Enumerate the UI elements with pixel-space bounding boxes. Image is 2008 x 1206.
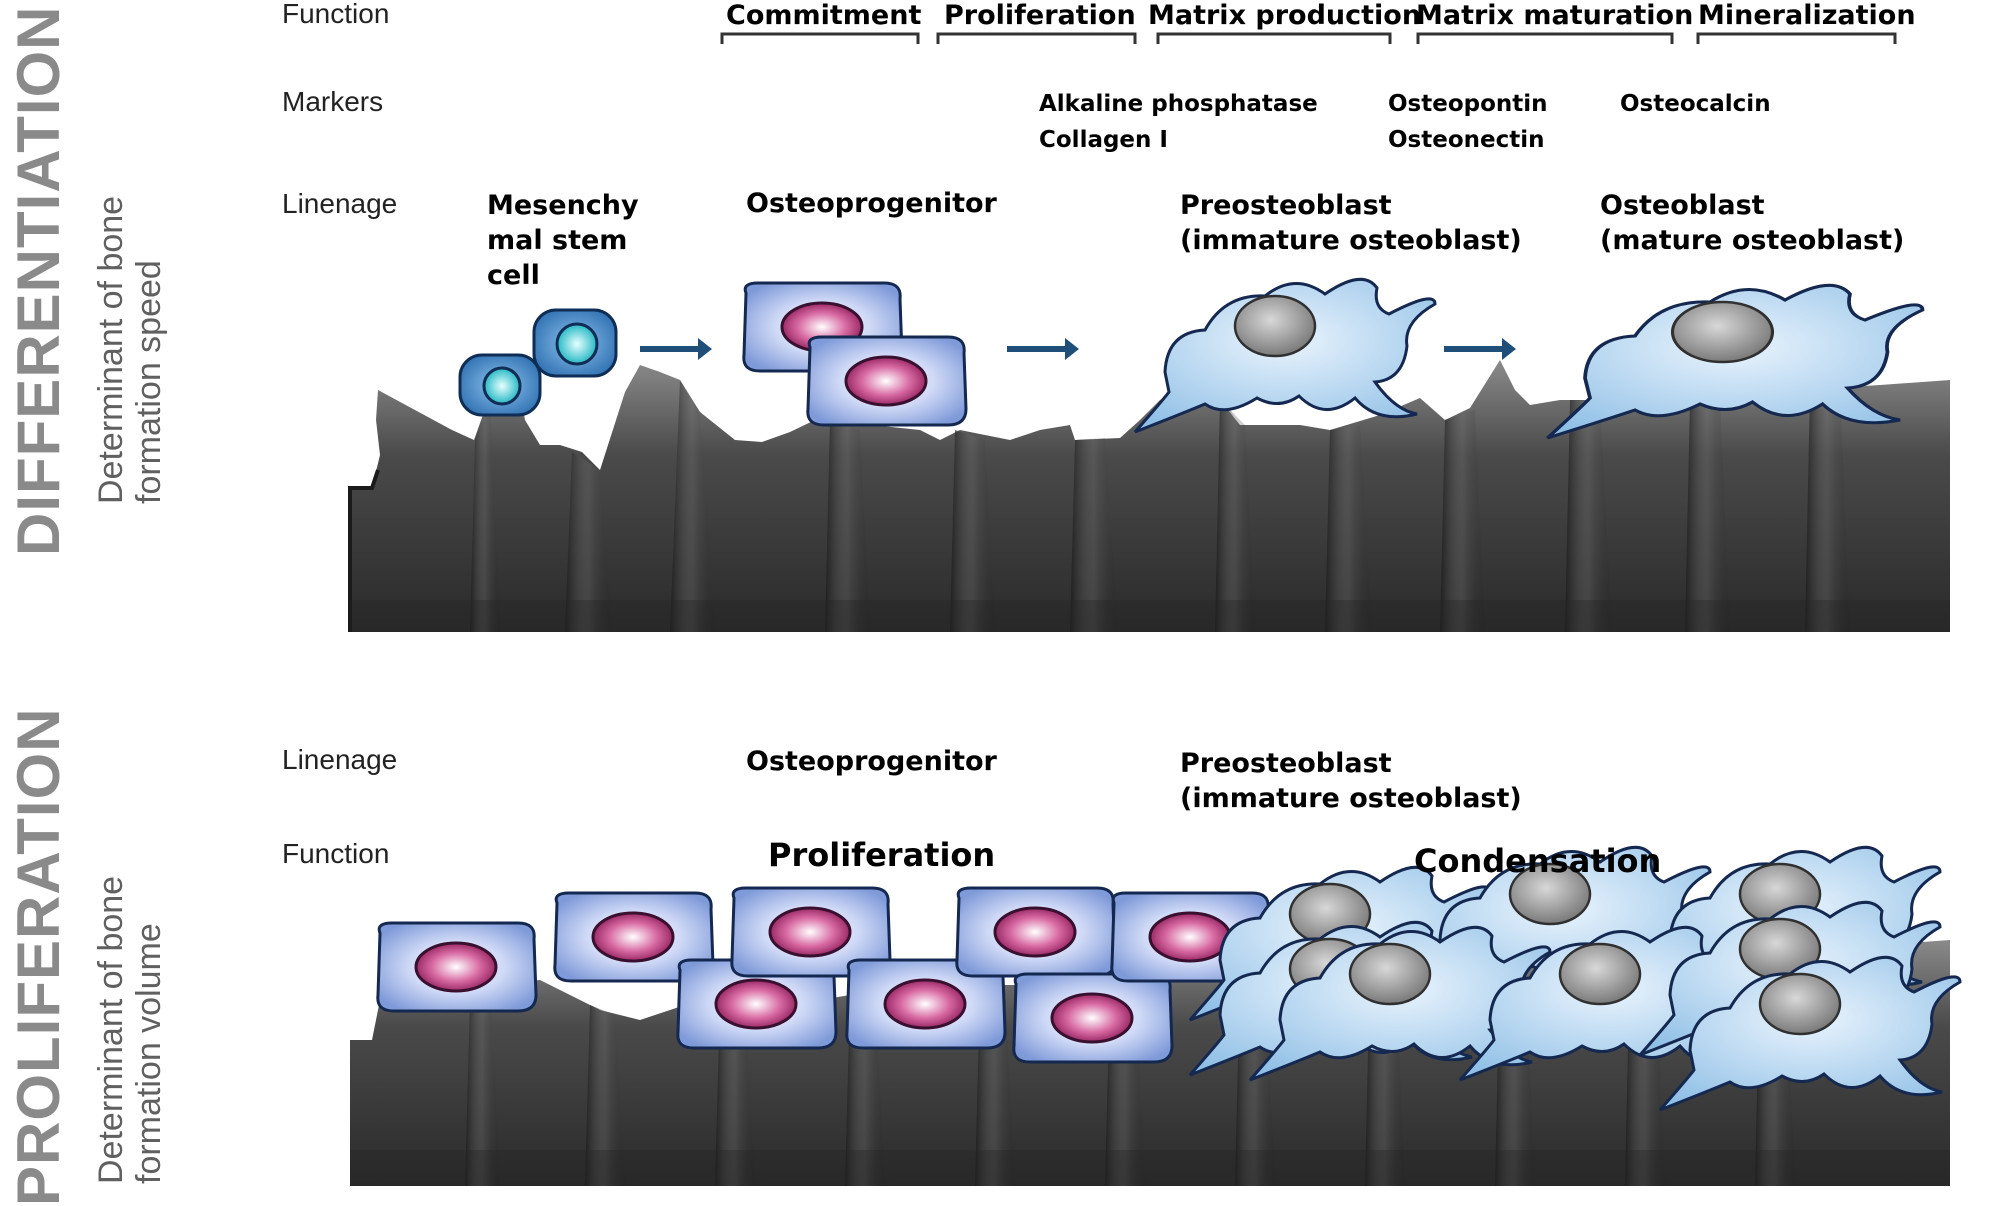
lineage-osteoprogenitor-bottom: Osteoprogenitor — [746, 746, 997, 777]
arrow-3 — [1444, 338, 1516, 360]
lineage-msc-line-1: Mesenchy — [487, 190, 639, 221]
row-label-lineage-bottom: Linenage — [282, 744, 398, 775]
function-proliferation-bottom: Proliferation — [768, 836, 996, 874]
lineage-msc: Mesenchy mal stem cell — [487, 188, 639, 293]
row-label-function-bottom: Function — [282, 838, 390, 869]
implant-top — [348, 360, 1950, 632]
function-matrix-maturation: Matrix maturation — [1416, 0, 1694, 31]
osteoprogenitor-cell-bottom-1 — [376, 921, 538, 1013]
osteoprogenitor-cell-top-2 — [806, 335, 968, 427]
preosteoblast-cell-top — [1133, 277, 1437, 434]
lineage-osteoblast: Osteoblast (mature osteoblast) — [1600, 188, 1904, 258]
marker-collagen-i: Collagen I — [1039, 127, 1168, 153]
progression-arrows — [640, 338, 1516, 360]
function-mineralization: Mineralization — [1698, 0, 1916, 31]
lineage-osteoblast-line-1: Osteoblast — [1600, 190, 1765, 221]
lineage-osteoblast-line-2: (mature osteoblast) — [1600, 225, 1905, 256]
lineage-preosteoblast-bottom-line-1: Preosteoblast — [1180, 748, 1392, 779]
function-brackets — [720, 32, 1897, 44]
msc-cell-2 — [532, 308, 618, 378]
markers-matrix-maturation: Osteopontin Osteonectin — [1388, 86, 1548, 158]
markers-matrix-production: Alkaline phosphatase Collagen I — [1039, 86, 1318, 158]
osteoprogenitor-cell-bottom-6 — [955, 886, 1117, 978]
bracket-mineralization — [1696, 32, 1897, 44]
lineage-preosteoblast: Preosteoblast (immature osteoblast) — [1180, 188, 1522, 258]
marker-osteopontin: Osteopontin — [1388, 91, 1548, 117]
bracket-commitment — [720, 32, 920, 44]
lineage-preosteoblast-bottom: Preosteoblast (immature osteoblast) — [1180, 746, 1522, 816]
bracket-proliferation — [936, 32, 1137, 44]
row-label-function: Function — [282, 0, 390, 29]
function-matrix-production: Matrix production — [1148, 0, 1422, 31]
bracket-matrix-maturation — [1416, 32, 1674, 44]
msc-cell-1 — [458, 353, 542, 417]
function-commitment: Commitment — [726, 0, 922, 31]
lineage-msc-line-2: mal stem — [487, 225, 628, 256]
section-title-differentiation: DIFFERENTIATION — [5, 5, 72, 556]
arrow-2 — [1007, 338, 1079, 360]
lineage-osteoprogenitor: Osteoprogenitor — [746, 188, 997, 219]
lineage-msc-line-3: cell — [487, 260, 540, 291]
function-proliferation: Proliferation — [944, 0, 1136, 31]
row-label-lineage: Linenage — [282, 188, 398, 219]
section-subtitle-differentiation: Determinant of bone formation speed — [92, 195, 168, 504]
lineage-preosteoblast-line-2: (immature osteoblast) — [1180, 225, 1522, 256]
arrow-1 — [640, 338, 712, 360]
lineage-preosteoblast-line-1: Preosteoblast — [1180, 190, 1392, 221]
row-label-markers: Markers — [282, 86, 384, 117]
bracket-matrix-production — [1156, 32, 1392, 44]
marker-alkaline-phosphatase: Alkaline phosphatase — [1039, 91, 1318, 117]
section-title-proliferation: PROLIFERATION — [5, 707, 72, 1206]
osteoprogenitor-cell-bottom-7 — [1012, 972, 1174, 1064]
function-condensation-bottom: Condensation — [1414, 842, 1662, 880]
marker-osteonectin: Osteonectin — [1388, 127, 1545, 153]
section-subtitle-proliferation: Determinant of bone formation volume — [92, 875, 168, 1184]
markers-mineralization: Osteocalcin — [1620, 86, 1771, 122]
lineage-preosteoblast-bottom-line-2: (immature osteoblast) — [1180, 783, 1522, 814]
marker-osteocalcin: Osteocalcin — [1620, 91, 1771, 117]
